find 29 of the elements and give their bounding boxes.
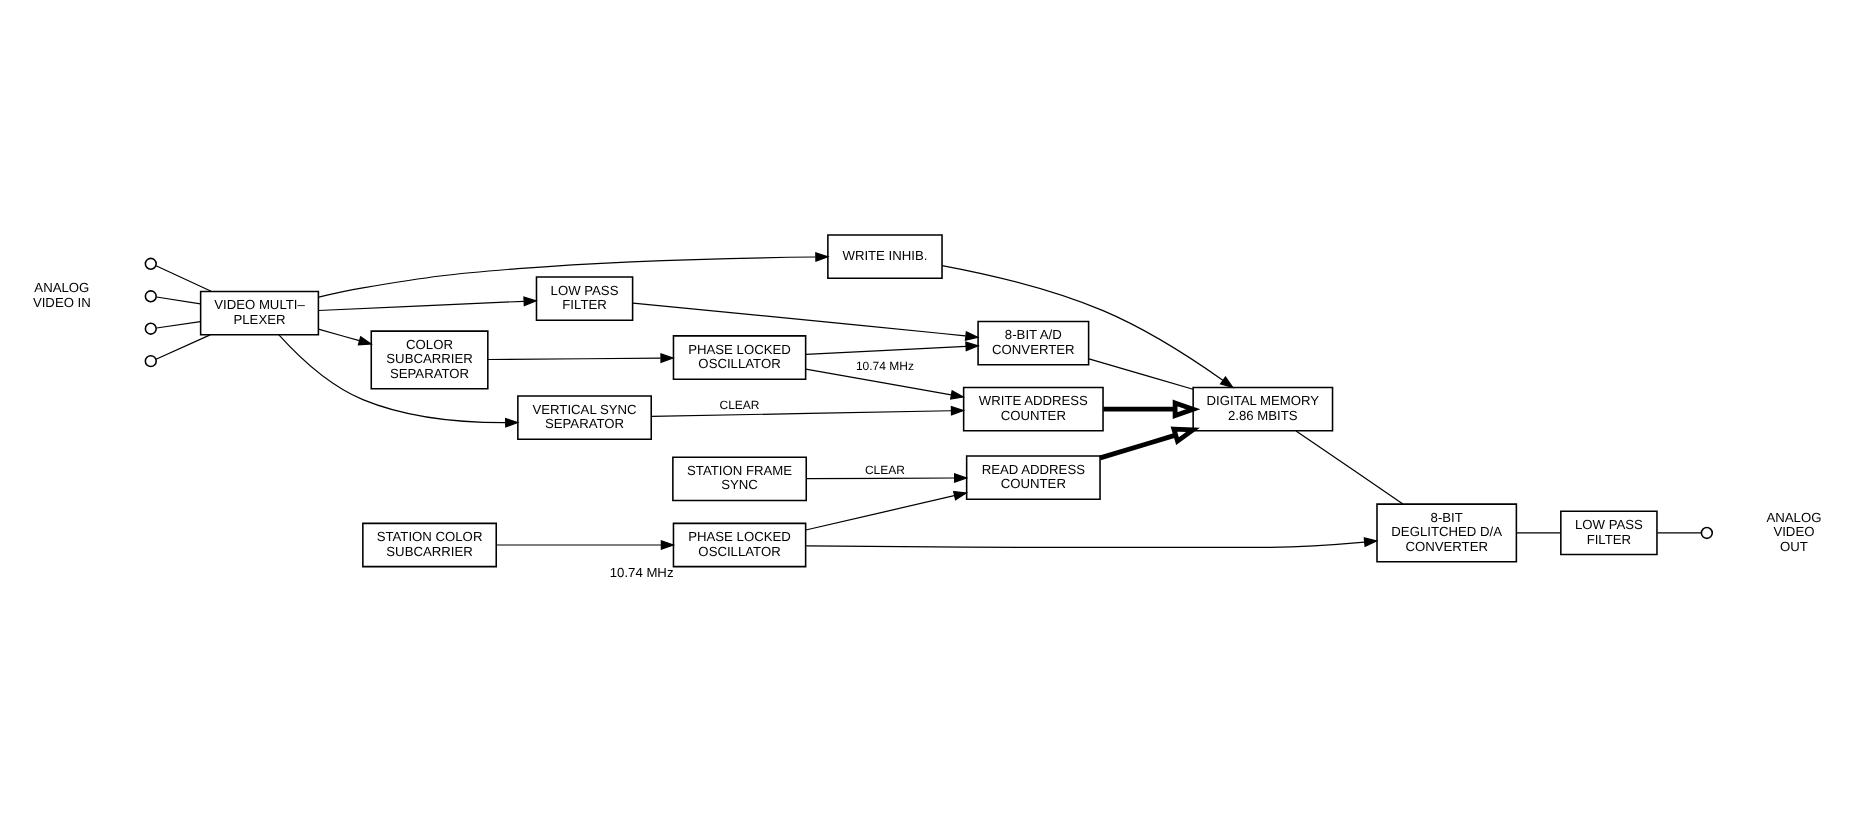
arrow <box>277 334 519 428</box>
connector <box>1294 430 1403 505</box>
arrow <box>631 302 979 341</box>
connector <box>154 265 211 292</box>
arrow <box>940 264 1234 389</box>
arrow <box>486 353 674 364</box>
arrow <box>316 296 537 312</box>
node-circle <box>143 290 156 303</box>
arrow <box>316 328 372 346</box>
arrow <box>650 405 965 417</box>
node-circle <box>1699 526 1712 540</box>
arrow <box>804 537 1378 548</box>
connector <box>1655 532 1701 534</box>
node-circle <box>143 354 156 368</box>
connector <box>154 320 200 329</box>
arrow <box>1098 426 1199 461</box>
arrow <box>804 368 965 400</box>
connector <box>154 334 210 360</box>
arrow <box>494 539 675 551</box>
connector <box>1087 358 1193 390</box>
node-circle <box>143 257 156 270</box>
arrow <box>317 251 829 298</box>
connector <box>154 296 200 305</box>
arrow <box>804 341 979 355</box>
arrow <box>804 490 968 531</box>
arrow <box>1102 399 1200 419</box>
arrow <box>804 472 968 484</box>
connector <box>1515 532 1561 534</box>
node-circle <box>143 322 156 335</box>
